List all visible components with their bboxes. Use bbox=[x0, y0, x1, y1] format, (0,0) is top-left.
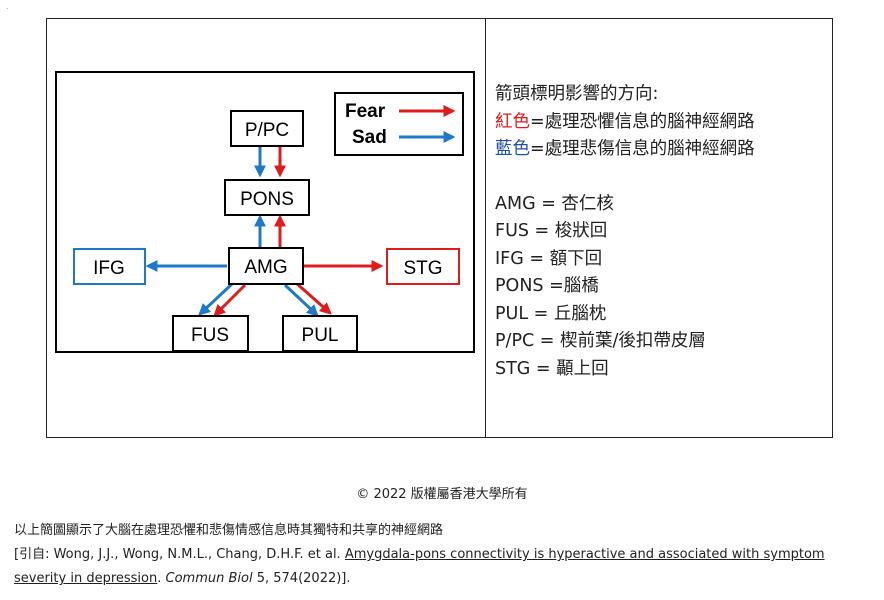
node-amg-label: AMG bbox=[244, 257, 287, 278]
key-blue-text: =處理悲傷信息的腦神經網路 bbox=[530, 139, 755, 159]
node-fus-label: FUS bbox=[191, 325, 229, 346]
diagram-frame bbox=[55, 71, 475, 353]
node-pons: PONS bbox=[224, 179, 310, 216]
citation-journal: Commun Biol bbox=[165, 571, 253, 586]
abbrev-pul: PUL = 丘腦枕 bbox=[495, 303, 607, 324]
caption-text: 以上簡圖顯示了大腦在處理恐懼和悲傷情感信息時其獨特和共享的神經網路 bbox=[14, 523, 444, 538]
arrow-fear-amg-fus bbox=[213, 283, 247, 317]
figure-caption: 以上簡圖顯示了大腦在處理恐懼和悲傷情感信息時其獨特和共享的神經網路 [引自: W… bbox=[14, 519, 876, 591]
network-diagram: P/PC PONS AMG IFG STG FUS PUL Fea bbox=[55, 71, 475, 353]
corner-dot: . bbox=[6, 2, 9, 11]
key-red-line: 紅色=處理恐懼信息的腦神經網路 bbox=[495, 109, 755, 137]
key-gap bbox=[495, 164, 755, 191]
node-ifg: IFG bbox=[73, 248, 146, 285]
key-blue-line: 藍色=處理悲傷信息的腦神經網路 bbox=[495, 136, 755, 164]
key-red-text: =處理恐懼信息的腦神經網路 bbox=[530, 111, 755, 132]
legend-sad-label: Sad bbox=[352, 127, 387, 148]
abbrev-pons: PONS =腦橋 bbox=[495, 276, 599, 296]
figure-panel: P/PC PONS AMG IFG STG FUS PUL Fea bbox=[46, 18, 833, 438]
arrow-sad-amg-pul bbox=[283, 283, 319, 317]
node-ifg-label: IFG bbox=[93, 258, 125, 279]
citation-suffix: 5, 574(2022)]. bbox=[252, 571, 351, 586]
node-ppc: P/PC bbox=[230, 110, 304, 147]
node-amg: AMG bbox=[228, 247, 304, 285]
diagram-legend: Fear Sad bbox=[334, 92, 464, 156]
arrow-fear-amg-pul bbox=[294, 280, 332, 315]
node-pul-label: PUL bbox=[302, 325, 339, 346]
abbrev-ifg: IFG = 額下回 bbox=[495, 248, 603, 269]
node-fus: FUS bbox=[172, 315, 249, 352]
node-pons-label: PONS bbox=[240, 189, 294, 210]
arrow-sad-amg-fus bbox=[198, 281, 235, 316]
key-red-label: 紅色 bbox=[495, 111, 530, 132]
panel-divider bbox=[485, 19, 486, 437]
citation-dot: . bbox=[157, 571, 166, 586]
key-text: 箭頭標明影響的方向: 紅色=處理恐懼信息的腦神經網路 藍色=處理悲傷信息的腦神經… bbox=[495, 81, 755, 383]
node-stg: STG bbox=[386, 248, 460, 285]
abbrev-stg: STG = 顳上回 bbox=[495, 358, 609, 379]
node-stg-label: STG bbox=[403, 258, 442, 279]
node-ppc-label: P/PC bbox=[245, 120, 289, 141]
key-heading: 箭頭標明影響的方向: bbox=[495, 84, 659, 104]
legend-fear-label: Fear bbox=[345, 101, 386, 122]
citation-prefix: [引自: Wong, J.J., Wong, N.M.L., Chang, D.… bbox=[14, 547, 345, 562]
abbrev-amg: AMG = 杏仁核 bbox=[495, 193, 614, 214]
abbrev-ppc: P/PC = 楔前葉/後扣帶皮層 bbox=[495, 331, 706, 351]
node-pul: PUL bbox=[282, 315, 358, 352]
citation: [引自: Wong, J.J., Wong, N.M.L., Chang, D.… bbox=[14, 543, 876, 591]
citation-title-link[interactable]: Amygdala-pons connectivity is hyperactiv… bbox=[14, 547, 825, 586]
abbrev-fus: FUS = 梭狀回 bbox=[495, 221, 608, 241]
copyright-notice: © 2022 版權屬香港大學所有 bbox=[356, 487, 528, 502]
key-blue-label: 藍色 bbox=[495, 139, 530, 159]
